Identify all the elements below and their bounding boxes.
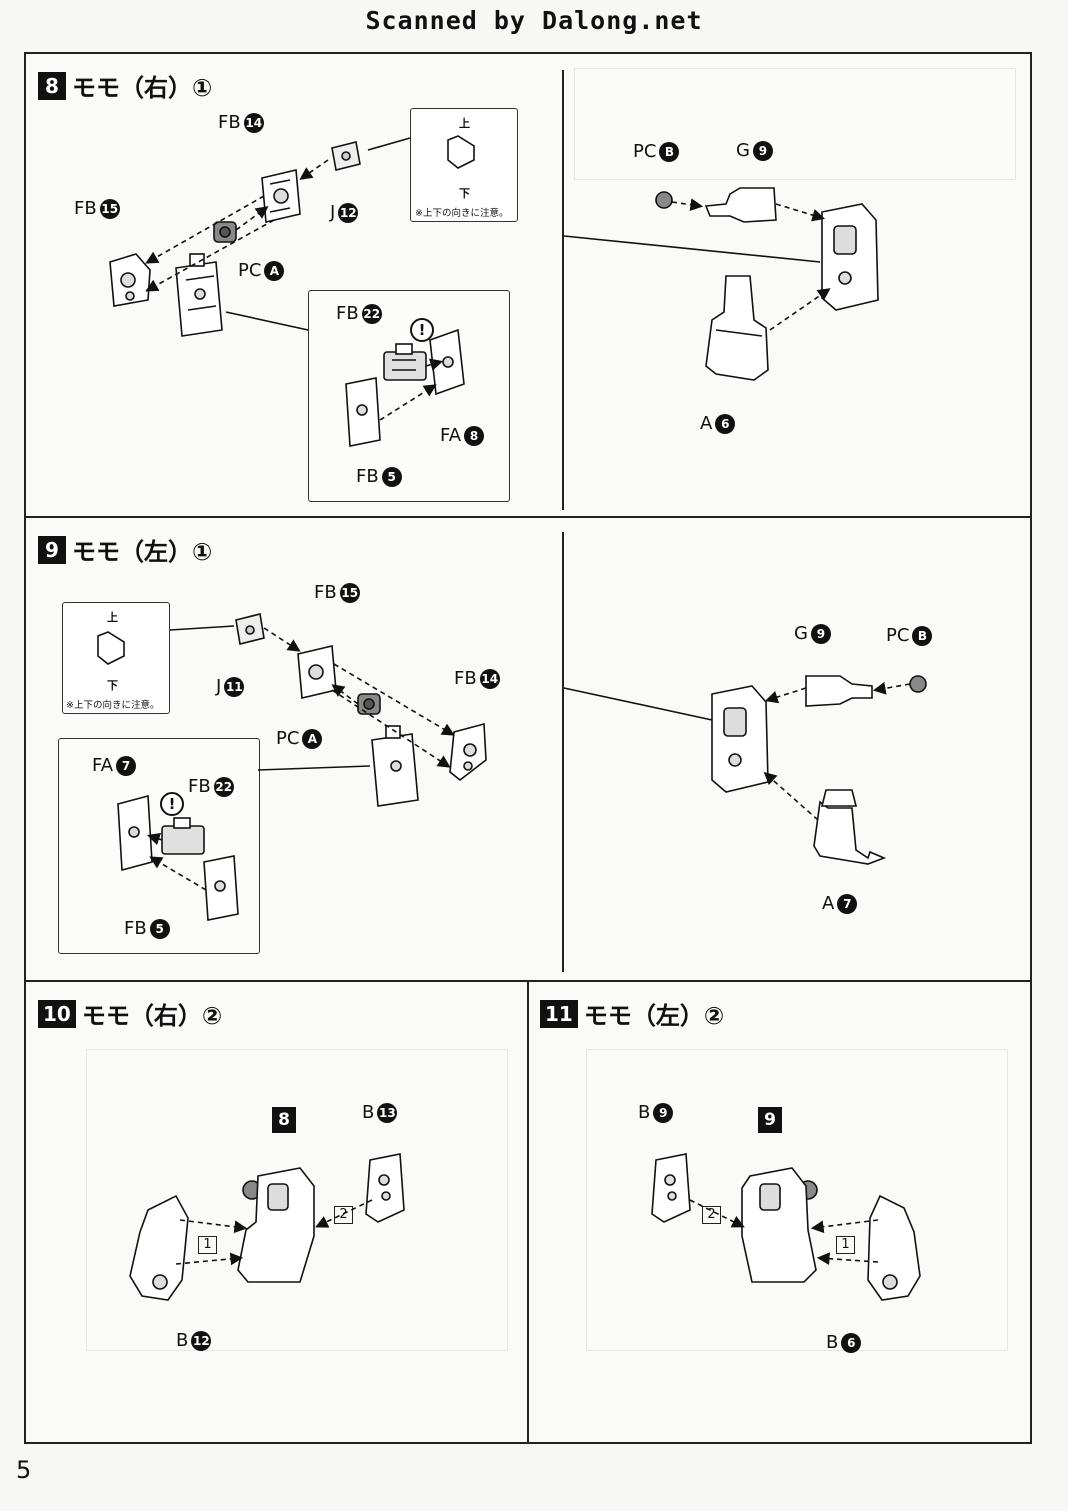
scan-credit: Scanned by Dalong.net <box>365 6 703 35</box>
part-fb14-drawing <box>449 722 487 782</box>
part-fb5-drawing <box>345 377 381 447</box>
part-fa7-drawing <box>117 794 153 872</box>
bleed-through-ghost <box>574 68 1016 180</box>
part-frame-drawing <box>175 253 223 337</box>
detail-box <box>58 738 260 954</box>
step-11-heading: 11 モモ（左）② <box>540 996 724 1031</box>
bleed-through-ghost <box>586 1049 1008 1351</box>
subassembly-ref-badge: 8 <box>272 1107 296 1133</box>
step-9-heading: 9 モモ（左）① <box>38 532 212 567</box>
order-mark: 2 <box>702 1206 721 1224</box>
subassembly-8-drawing <box>237 1167 315 1283</box>
part-fa8-drawing <box>429 328 465 396</box>
step-10-heading: 10 モモ（右）② <box>38 996 222 1031</box>
part-fb15-drawing <box>109 253 151 307</box>
step-title: モモ（右）① <box>72 74 213 102</box>
panel-divider <box>24 980 1032 982</box>
panel-divider <box>562 532 564 972</box>
part-b13-drawing <box>365 1153 405 1223</box>
page-number: 5 <box>16 1456 32 1484</box>
step-number: 11 <box>540 999 578 1028</box>
order-mark: 1 <box>836 1236 855 1254</box>
part-pcb-drawing <box>909 675 927 693</box>
part-b12-drawing <box>129 1194 189 1301</box>
part-pcb-drawing <box>655 191 673 209</box>
part-pca-drawing <box>357 693 381 715</box>
part-a7-drawing <box>813 789 887 865</box>
part-pca-drawing <box>213 221 237 243</box>
panel-divider <box>527 982 529 1444</box>
part-fb14-drawing <box>261 169 301 223</box>
part-j11-drawing <box>235 613 265 645</box>
bleed-through-ghost <box>86 1049 508 1351</box>
step-title: モモ（左）② <box>583 1002 725 1030</box>
part-upper-thigh-drawing <box>711 685 769 793</box>
caution-icon: ! <box>160 792 184 816</box>
part-b9-drawing <box>651 1153 691 1223</box>
order-mark: 1 <box>198 1236 217 1254</box>
detail-box <box>308 290 510 502</box>
part-g9-drawing <box>704 187 777 223</box>
part-fb15-drawing <box>297 645 337 699</box>
part-g9-drawing <box>805 675 873 707</box>
part-fb5-drawing <box>203 855 239 921</box>
panel-divider <box>562 70 564 510</box>
step-8-heading: 8 モモ（右）① <box>38 68 212 103</box>
step-title: モモ（左）① <box>72 538 213 566</box>
step-number: 9 <box>38 535 66 564</box>
panel-divider <box>24 516 1032 518</box>
subassembly-9-drawing <box>741 1167 818 1283</box>
part-upper-thigh-drawing <box>821 203 879 311</box>
subassembly-ref-badge: 9 <box>758 1107 782 1133</box>
caution-icon: ! <box>410 318 434 342</box>
step-title: モモ（右）② <box>81 1002 223 1030</box>
part-fb22-drawing <box>383 343 427 381</box>
part-b6-drawing <box>867 1194 921 1301</box>
part-fb22-drawing <box>161 817 205 855</box>
part-j12-drawing <box>331 141 361 171</box>
part-frame-drawing <box>371 725 419 807</box>
part-a6-drawing <box>705 275 769 381</box>
step-number: 8 <box>38 71 66 100</box>
step-number: 10 <box>38 999 76 1028</box>
